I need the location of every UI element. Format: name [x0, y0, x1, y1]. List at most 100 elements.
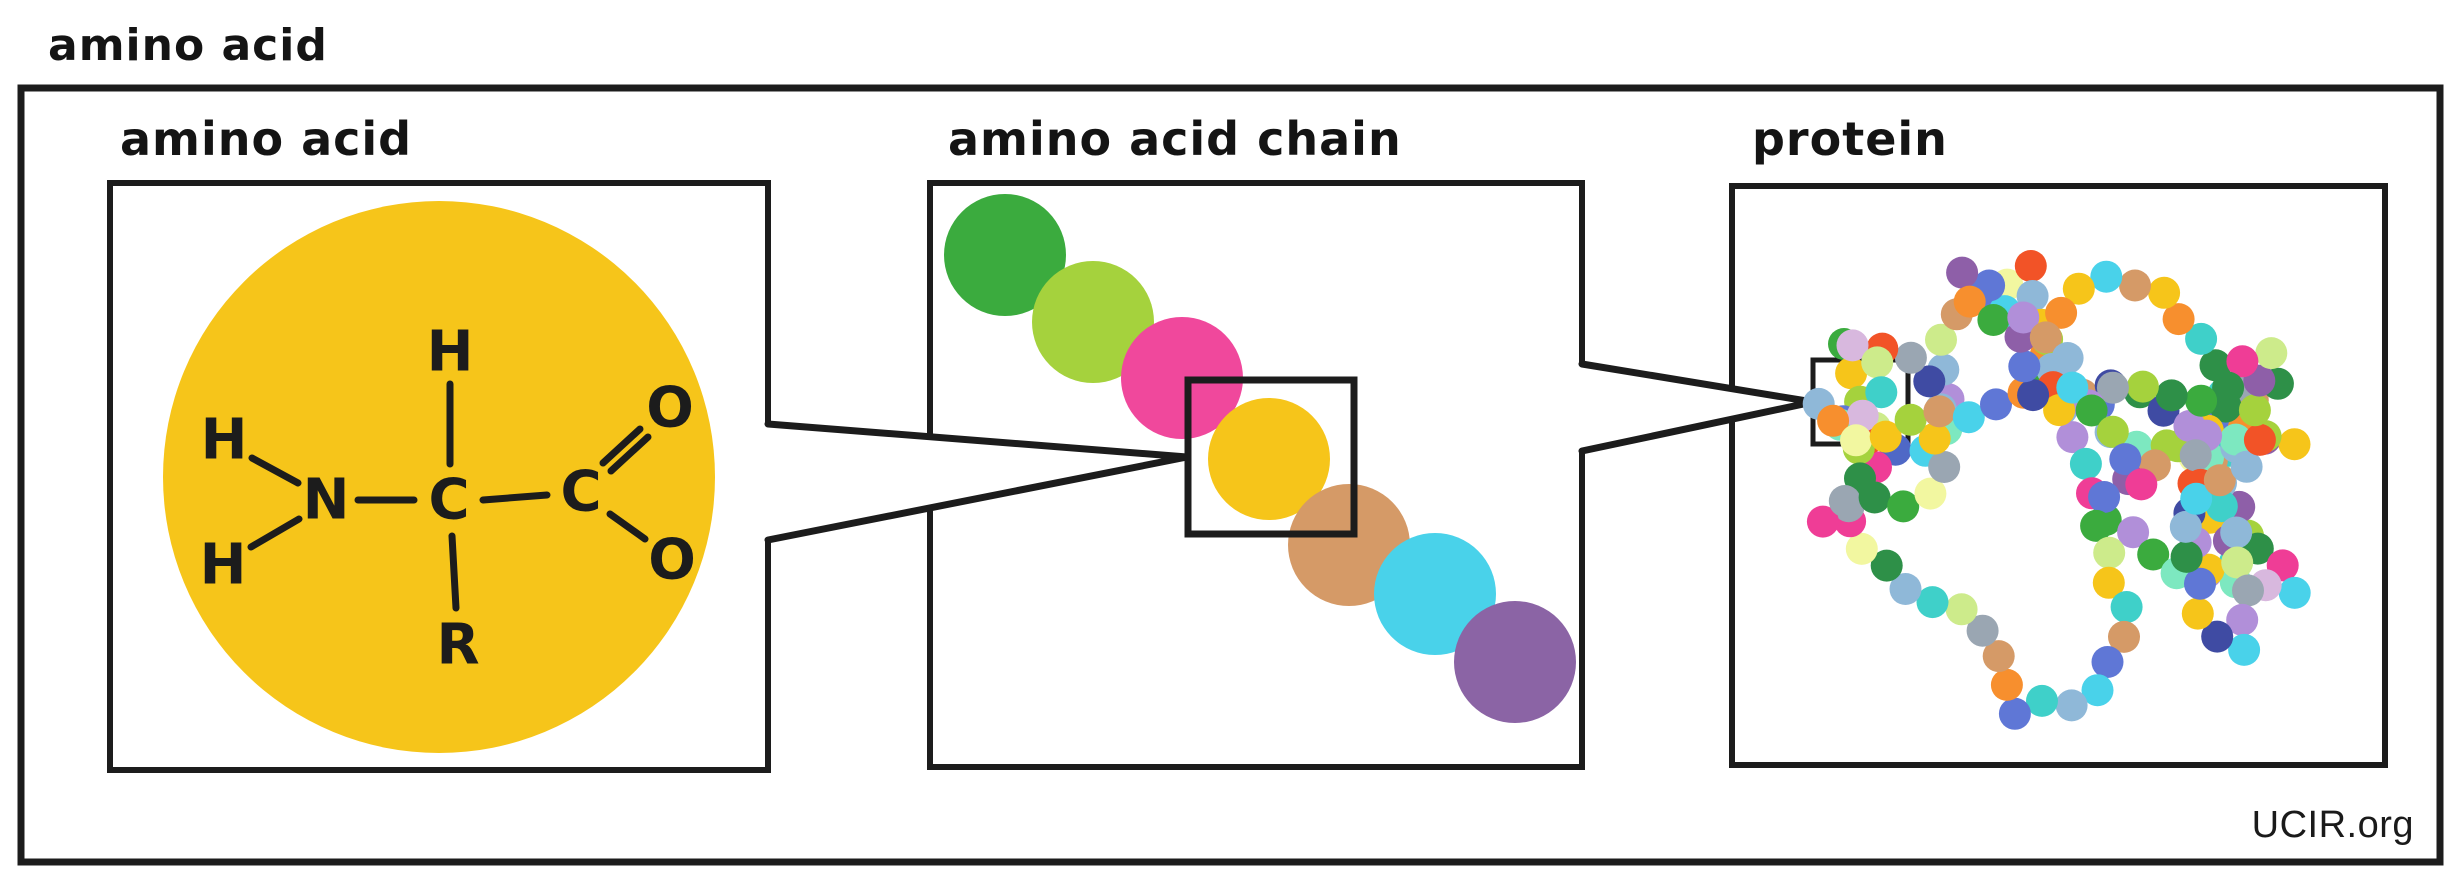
- protein-bead: [2056, 421, 2089, 454]
- bond: [248, 454, 302, 487]
- protein-bead: [2230, 450, 2263, 483]
- protein-bead: [2238, 394, 2271, 427]
- protein-bead: [1982, 640, 2015, 673]
- protein-bead: [2029, 321, 2062, 354]
- protein-bead: [1840, 424, 1872, 457]
- protein-bead: [2278, 428, 2311, 461]
- protein-bead: [1923, 395, 1956, 428]
- protein-bead: [1858, 481, 1891, 514]
- protein-bead: [2155, 379, 2188, 412]
- protein-bead: [1861, 346, 1894, 379]
- bond: [448, 532, 460, 612]
- protein-bead: [2184, 567, 2216, 600]
- protein-bead: [1845, 532, 1878, 565]
- protein-bead: [1980, 388, 2012, 421]
- protein-bead: [2088, 481, 2121, 513]
- protein-bead: [2126, 370, 2159, 403]
- panel-label-amino-acid: amino acid: [120, 112, 413, 166]
- protein-bead: [1887, 490, 1920, 523]
- protein-bead: [1946, 256, 1979, 289]
- protein-bead: [2056, 371, 2089, 404]
- protein-bead: [2173, 410, 2206, 442]
- chain-bead-4: [1208, 398, 1330, 520]
- protein-bead: [1835, 357, 1868, 390]
- protein-bead: [2185, 322, 2218, 355]
- zoom-connector-line: [1578, 360, 1817, 406]
- protein-bead: [1977, 304, 2010, 336]
- protein-bead: [2081, 674, 2114, 707]
- protein-bead: [2205, 490, 2238, 523]
- bond: [479, 491, 551, 504]
- protein-bead: [1966, 614, 1999, 647]
- chain-bead-2: [1032, 261, 1154, 383]
- bond: [247, 515, 303, 551]
- zoom-connector-line: [764, 420, 1191, 461]
- protein-bead: [2221, 546, 2254, 579]
- protein-bead: [2169, 510, 2202, 543]
- atom-label-oxygen-top: O: [646, 376, 694, 441]
- protein-bead: [1894, 341, 1927, 374]
- protein-bead: [1836, 329, 1869, 362]
- protein-bead: [2220, 516, 2253, 549]
- watermark-ucir: UCIR.org: [2251, 804, 2414, 846]
- panel-label-protein: protein: [1752, 112, 1948, 166]
- protein-bead: [1889, 573, 1922, 605]
- protein-bead: [2170, 540, 2203, 573]
- protein-bead: [2008, 350, 2041, 383]
- protein-blob: [1802, 250, 2311, 730]
- amino-acid-chain: [944, 194, 1576, 723]
- atom-label-oxygen-bottom: O: [648, 528, 696, 593]
- protein-bead: [1945, 593, 1978, 626]
- protein-bead: [2203, 464, 2236, 497]
- protein-bead: [1894, 403, 1927, 436]
- protein-bead: [1914, 477, 1947, 510]
- zoom-connector-line: [1578, 398, 1817, 455]
- protein-bead: [1916, 586, 1949, 619]
- zoom-connector-line: [764, 453, 1191, 544]
- protein-bead: [1925, 323, 1957, 356]
- protein-bead: [2091, 646, 2124, 678]
- protein-bead: [2228, 633, 2261, 666]
- protein-bead: [2007, 301, 2040, 334]
- atom-label-hydrogen-top: H: [427, 320, 474, 385]
- protein-bead: [2219, 423, 2252, 456]
- protein-bead: [2117, 516, 2150, 549]
- bond: [599, 425, 644, 467]
- protein-bead: [2110, 591, 2143, 623]
- panel-box-protein: [1729, 183, 2388, 768]
- protein-bead: [1953, 285, 1986, 318]
- protein-bead: [2108, 620, 2140, 653]
- protein-bead: [2051, 342, 2084, 374]
- highlight-box-chain: [1184, 376, 1358, 538]
- chain-bead-6: [1374, 533, 1496, 655]
- panel-box-amino-acid-chain: [927, 180, 1585, 770]
- protein-bead: [2125, 468, 2158, 501]
- protein-bead: [1806, 505, 1839, 538]
- protein-bead: [2017, 379, 2050, 412]
- protein-bead: [2096, 371, 2129, 404]
- protein-bead: [2232, 574, 2264, 607]
- protein-bead: [2093, 536, 2126, 569]
- protein-bead: [1928, 451, 1961, 483]
- protein-bead: [2119, 269, 2151, 302]
- protein-bead: [2096, 415, 2129, 448]
- atom-label-hydrogen-upper-left: H: [201, 408, 248, 473]
- protein-bead: [2180, 482, 2213, 515]
- chain-bead-7: [1454, 601, 1576, 723]
- diagram-title: amino acid: [48, 20, 328, 71]
- protein-bead: [1990, 668, 2023, 701]
- protein-bead: [2278, 576, 2311, 609]
- protein-bead: [1952, 401, 1985, 434]
- protein-bead: [1865, 376, 1898, 409]
- protein-bead: [2026, 684, 2058, 717]
- protein-bead: [2226, 603, 2259, 636]
- protein-bead: [2226, 345, 2259, 378]
- protein-bead: [2179, 439, 2212, 472]
- protein-bead: [2181, 597, 2214, 630]
- protein-bead: [2109, 443, 2142, 476]
- protein-bead: [2069, 447, 2102, 480]
- atom-label-nitrogen: N: [303, 468, 350, 533]
